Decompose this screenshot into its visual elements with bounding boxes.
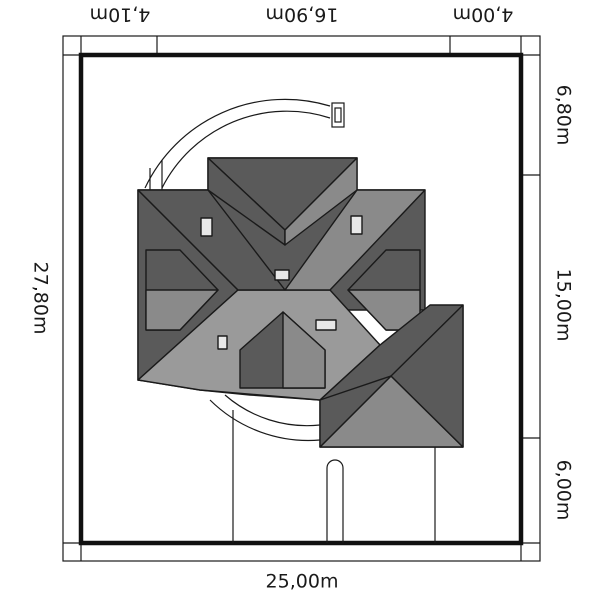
garage-roof-east [390, 304, 464, 448]
plot-boundary [78, 52, 524, 546]
dim-right-middle: 15,00m [553, 269, 575, 342]
roof-west-slope [137, 189, 286, 291]
dim-top-center: 16,90m [266, 4, 339, 26]
skylight-4 [315, 319, 337, 331]
dim-right-bottom: 6,00m [553, 460, 575, 521]
dim-top-left: 4,10m [90, 4, 151, 26]
roof-east-slope [284, 189, 426, 291]
terrace-post-box-inner [334, 107, 342, 123]
terrace-arc-lower-outer [209, 399, 321, 442]
terrace-arc-outer [144, 98, 331, 189]
terrace-post-box [331, 102, 345, 128]
driveway [232, 410, 436, 543]
terrace-arc [144, 98, 345, 442]
terrace-arc-inner [161, 110, 331, 189]
dormer-front-right [282, 311, 326, 389]
dim-bottom: 25,00m [266, 571, 339, 593]
roof-north-right [284, 157, 358, 246]
dim-left: 27,80m [30, 262, 52, 335]
skylight-3 [274, 269, 290, 281]
outer-frame [62, 35, 541, 562]
dim-right-top: 6,80m [553, 85, 575, 146]
garage-roof-west [319, 375, 392, 448]
dim-top-right: 4,00m [453, 4, 514, 26]
terrace-arc-lower-inner [224, 394, 321, 427]
skylight-1 [200, 217, 213, 237]
skylight-5 [217, 335, 228, 350]
skylight-2 [350, 215, 363, 235]
house-roof [137, 157, 464, 448]
entry-path [326, 459, 344, 543]
dormer-left-lower [145, 289, 219, 331]
